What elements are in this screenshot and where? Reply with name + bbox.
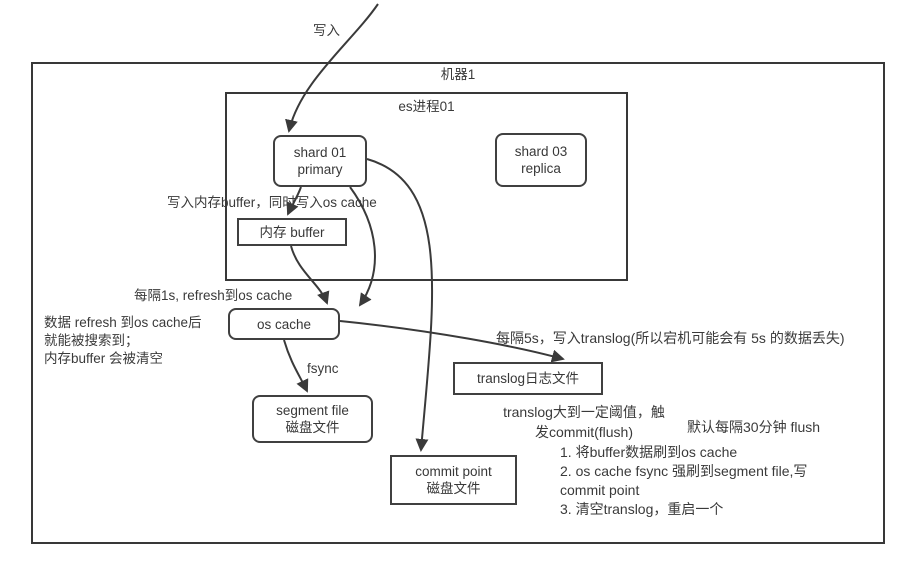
node-segment-file: segment file 磁盘文件 [252,395,373,443]
os-cache-label: os cache [256,316,312,332]
commit-trigger-line1: translog大到一定阈值，触 [503,404,665,420]
flush-step-2-cont: commit point [560,482,640,498]
machine-box [31,62,885,544]
node-os-cache: os cache [228,308,340,340]
commit-point-line1: commit point [415,464,492,479]
search-note-line3: 内存buffer 会被清空 [44,351,164,366]
shard01-line2: primary [297,162,343,177]
es-process-title: es进程01 [398,99,455,114]
node-shard01-primary: shard 01 primary [273,135,367,187]
segment-file-line1: segment file [276,403,349,418]
node-memory-buffer: 内存 buffer [237,218,347,246]
machine-title: 机器1 [440,67,476,82]
write-label: 写入 [313,23,340,38]
node-commit-point: commit point 磁盘文件 [390,455,517,505]
flush-step-2: 2. os cache fsync 强刷到segment file,写 [560,463,808,479]
node-translog: translog日志文件 [453,362,603,395]
search-note: 数据 refresh 到os cache后 就能被搜索到； 内存buffer 会… [44,314,202,368]
flush-step-3: 3. 清空translog，重启一个 [560,501,724,517]
segment-file-line2: 磁盘文件 [285,420,340,435]
flush-default-note: 默认每隔30分钟 flush [687,419,821,435]
write-buffer-note: 写入内存buffer，同时写入os cache [167,195,377,210]
flush-steps: 1. 将buffer数据刷到os cache 2. os cache fsync… [560,443,807,519]
refresh-note: 每隔1s, refresh到os cache [134,288,293,303]
search-note-line2: 就能被搜索到； [44,333,139,348]
node-shard03-replica: shard 03 replica [495,133,587,187]
translog-note: 每隔5s，写入translog(所以宕机可能会有 5s 的数据丢失) [496,330,845,346]
flush-step-1: 1. 将buffer数据刷到os cache [560,444,738,460]
memory-buffer-label: 内存 buffer [259,224,325,240]
search-note-line1: 数据 refresh 到os cache后 [44,315,202,330]
fsync-label: fsync [307,361,339,376]
shard03-line1: shard 03 [514,144,568,159]
translog-label: translog日志文件 [476,371,580,386]
commit-trigger-note: translog大到一定阈值，触 发commit(flush) [498,402,670,442]
commit-trigger-line2: 发commit(flush) [534,424,633,440]
shard03-line2: replica [521,161,561,176]
shard01-line1: shard 01 [293,145,347,160]
commit-point-line2: 磁盘文件 [426,481,481,496]
